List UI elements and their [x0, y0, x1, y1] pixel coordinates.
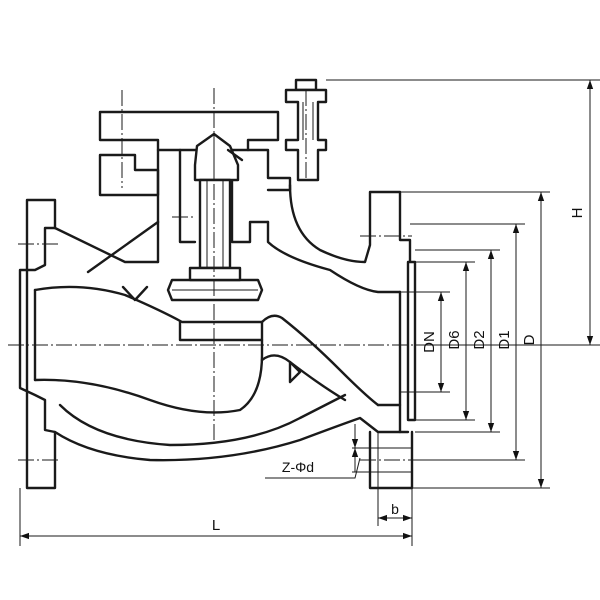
body-bottom-inner — [58, 393, 347, 447]
label-d: D — [521, 334, 538, 345]
inlet-flange — [18, 198, 57, 490]
outlet-neck — [288, 183, 412, 264]
flow-inlet-upper — [33, 285, 264, 324]
label-l: L — [212, 517, 220, 534]
stem-housing-right — [230, 148, 270, 244]
valve-body — [18, 183, 417, 490]
stem-nut-chamfer — [226, 148, 244, 162]
yoke-left — [98, 153, 160, 197]
stem-nut — [193, 132, 240, 182]
label-dn: DN — [421, 331, 438, 353]
disc-chamber — [178, 320, 264, 342]
stem — [198, 178, 232, 270]
seat-rib — [288, 360, 302, 384]
body-left-inner — [86, 220, 160, 274]
bonnet-assembly — [98, 78, 328, 302]
bonnet-plate — [98, 110, 280, 152]
disc-holder — [188, 266, 242, 282]
label-d6: D6 — [446, 330, 463, 349]
label-b: b — [391, 501, 399, 517]
stem-housing-left — [178, 148, 197, 244]
bolt-hole-leader — [265, 457, 361, 479]
center-lines — [8, 88, 420, 461]
body-bottom — [53, 416, 410, 462]
outlet-body-upper — [266, 220, 402, 294]
label-d2: D2 — [471, 330, 488, 349]
body-upper-left — [53, 226, 160, 264]
dimensions: H D D1 D2 D6 DN L b — [19, 79, 600, 546]
seat-outlet-upper — [260, 314, 380, 407]
flow-inlet-lower — [33, 320, 264, 414]
label-d1: D1 — [496, 330, 513, 349]
lever-bolt-head — [294, 78, 318, 92]
label-h: H — [569, 208, 586, 219]
yoke-right — [246, 148, 292, 192]
label-zphid: Z-Φd — [282, 459, 314, 475]
outlet-body-lower — [376, 403, 402, 434]
outlet-flange — [406, 260, 417, 422]
